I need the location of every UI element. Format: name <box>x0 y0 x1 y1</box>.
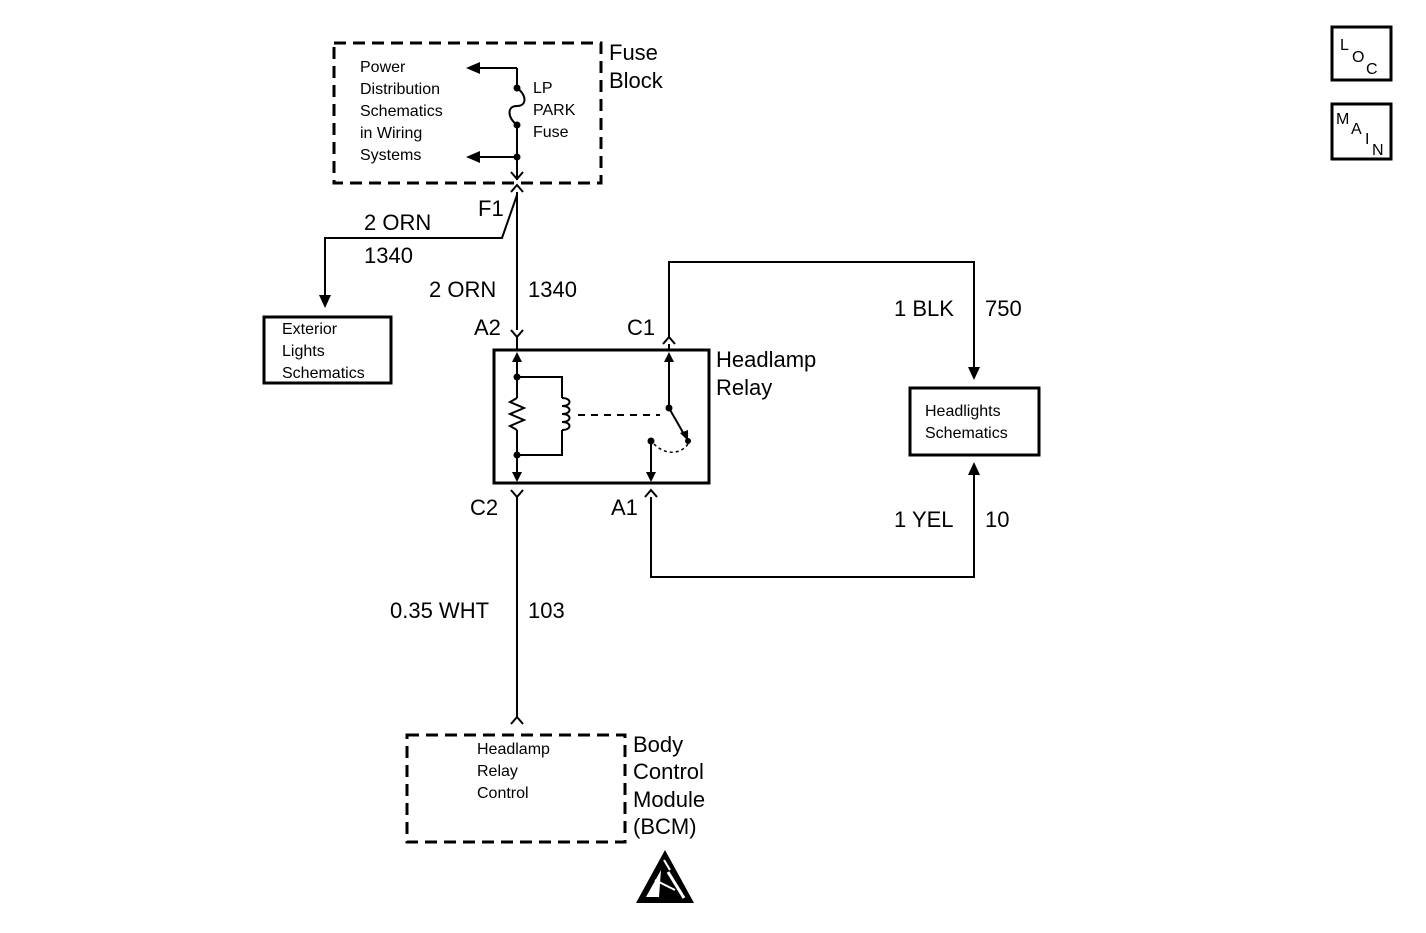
wire-color-label: 2 ORN <box>429 277 496 302</box>
wire-yel-10 <box>650 474 975 578</box>
connector-symbol <box>510 171 524 181</box>
arrow-head-down <box>512 472 522 482</box>
relay-wire <box>517 430 563 456</box>
power-dist-text: Distribution <box>360 81 440 98</box>
relay-title: Headlamp <box>716 347 816 372</box>
loc-letter: O <box>1352 49 1364 66</box>
fuse-label: PARK <box>533 102 576 119</box>
connector-symbol <box>510 489 524 499</box>
bcm-outline <box>405 733 627 844</box>
bcm-title: (BCM) <box>633 814 697 839</box>
switch-travel <box>653 443 689 453</box>
fuse-block-outline <box>332 41 603 185</box>
wire-color-label: 1 YEL <box>894 507 954 532</box>
power-dist-text: Systems <box>360 147 421 164</box>
arrow-head-down <box>968 367 980 380</box>
arrow-head-up <box>512 352 522 362</box>
headlights-outline <box>908 386 1041 457</box>
connector-c2: C2 <box>470 495 498 520</box>
exterior-lights-text: Exterior <box>282 321 338 338</box>
connector-a2: A2 <box>474 315 501 340</box>
fuse-block-title-2: Block <box>609 68 664 93</box>
connector-symbol <box>644 488 658 498</box>
wire-color-label: 2 ORN <box>364 210 431 235</box>
connector-symbol <box>510 183 524 193</box>
switch-arrow <box>680 430 688 441</box>
connector-symbol <box>510 329 524 339</box>
relay-title: Relay <box>716 375 772 400</box>
relay-outline <box>492 348 711 485</box>
arrow-head-up <box>968 462 980 475</box>
wire-circuit-label: 1340 <box>528 277 577 302</box>
arrow-head-up <box>664 352 674 362</box>
main-button[interactable]: M A I N <box>1330 102 1393 161</box>
connector-a1: A1 <box>611 495 638 520</box>
resistor-symbol <box>507 397 527 431</box>
exterior-lights-outline <box>262 315 393 385</box>
wire-circuit-label: 103 <box>528 598 565 623</box>
headlights-box: Headlights Schematics <box>908 386 1041 457</box>
main-letter: M <box>1336 111 1349 128</box>
fuse-label: LP <box>533 80 553 97</box>
loc-letter: L <box>1340 37 1349 54</box>
fuse-block-title: Fuse <box>609 40 658 65</box>
loc-letter: C <box>1366 61 1378 78</box>
wire-circuit-label: 750 <box>985 296 1022 321</box>
bcm-inner-text: Headlamp <box>477 741 550 758</box>
exterior-lights-text: Lights <box>282 343 325 360</box>
connector-symbol <box>662 335 676 345</box>
headlamp-relay: A2 C1 Headlamp Relay <box>470 315 816 520</box>
bcm: Headlamp Relay Control Body Control Modu… <box>405 732 705 844</box>
wire-circuit-label: 10 <box>985 507 1009 532</box>
relay-wire <box>517 376 563 398</box>
connector-f1: F1 <box>478 196 504 221</box>
main-letter: I <box>1365 131 1369 148</box>
arrow-head-down <box>319 295 331 308</box>
headlights-text: Schematics <box>925 425 1008 442</box>
fuse-label: Fuse <box>533 124 569 141</box>
esd-warning-icon <box>636 850 694 903</box>
fuse-block: Fuse Block Power Distribution Schematics… <box>332 40 664 193</box>
arrow-head-left <box>466 62 480 74</box>
power-dist-text: in Wiring <box>360 125 422 142</box>
bcm-title: Module <box>633 787 705 812</box>
main-letter: A <box>1351 121 1362 138</box>
wire-color-label: 0.35 WHT <box>390 598 489 623</box>
fuse-symbol <box>508 87 526 126</box>
arrow-head-down <box>646 472 656 482</box>
wire-blk-750 <box>668 261 975 368</box>
arrow-head-left <box>466 151 480 163</box>
exterior-lights-text: Schematics <box>282 365 365 382</box>
bcm-inner-text: Control <box>477 785 529 802</box>
splice-dot <box>513 451 521 459</box>
headlights-text: Headlights <box>925 403 1001 420</box>
wire-circuit-label: 1340 <box>364 243 413 268</box>
connector-symbol <box>510 715 524 725</box>
coil-symbol <box>561 397 571 431</box>
bcm-title: Control <box>633 759 704 784</box>
power-dist-text: Power <box>360 59 406 76</box>
wire-color-label: 1 BLK <box>894 296 954 321</box>
bcm-inner-text: Relay <box>477 763 518 780</box>
switch-contact <box>685 438 691 444</box>
connector-c1: C1 <box>627 315 655 340</box>
bcm-title: Body <box>633 732 683 757</box>
exterior-lights-box: Exterior Lights Schematics <box>262 315 393 385</box>
power-dist-text: Schematics <box>360 103 443 120</box>
main-letter: N <box>1372 142 1384 159</box>
wire-branch-orn-1340 <box>324 194 518 298</box>
switch-arm <box>668 407 686 437</box>
loc-button[interactable]: L O C <box>1330 25 1393 82</box>
